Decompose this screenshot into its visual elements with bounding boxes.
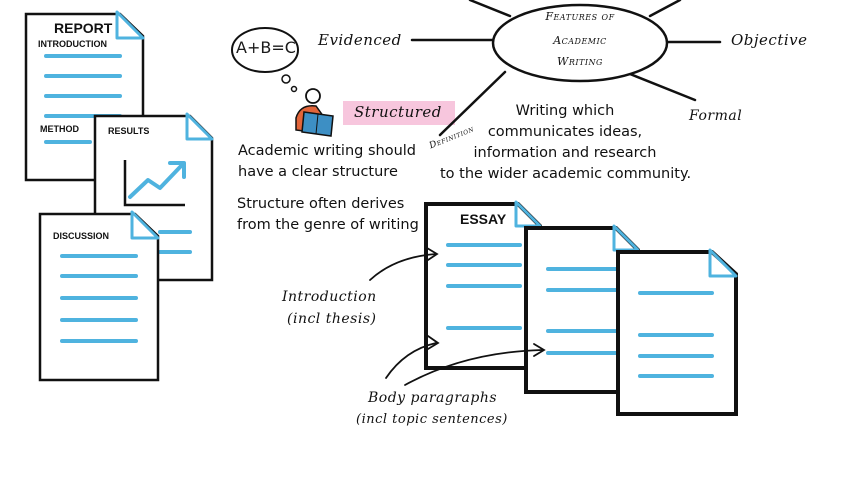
- mind-map-rays: [410, 0, 722, 137]
- definition-line-1: Writing which: [515, 103, 615, 119]
- features-line-3: Writing: [557, 55, 603, 68]
- report-results-label: RESULTS: [108, 126, 150, 136]
- clear-structure-line-2: have a clear structure: [238, 164, 398, 180]
- features-ellipse: [491, 3, 669, 83]
- evidenced-label: Evidenced: [318, 31, 402, 49]
- body-label-line-2: (incl topic sentences): [356, 412, 508, 427]
- report-discussion-label: DISCUSSION: [53, 231, 110, 241]
- page-fold-icon: [185, 112, 214, 141]
- report-title: REPORT: [54, 20, 113, 36]
- essay-title: ESSAY: [460, 211, 507, 227]
- definition-line-2: communicates ideas,: [487, 124, 643, 140]
- arrows-to-body: [385, 335, 546, 386]
- definition-line-3: information and research: [473, 145, 657, 161]
- introduction-label-line-1: Introduction: [282, 289, 377, 305]
- growth-chart-icon: [123, 160, 186, 207]
- clear-structure-line-1: Academic writing should: [238, 143, 416, 159]
- essay-page-3: [616, 248, 738, 416]
- body-label-line-1: Body paragraphs: [368, 390, 498, 406]
- genre-note-line-2: from the genre of writing: [237, 217, 419, 233]
- thought-bubble: [231, 27, 299, 93]
- introduction-label-line-2: (incl thesis): [287, 311, 377, 327]
- page-fold-icon: [708, 248, 738, 278]
- features-line-1: Features of: [545, 10, 615, 23]
- features-line-2: Academic: [553, 34, 607, 47]
- arrow-to-intro: [369, 247, 439, 281]
- report-page-3: [38, 210, 160, 382]
- report-introduction-label: INTRODUCTION: [38, 39, 107, 49]
- reading-person-icon: [295, 88, 334, 137]
- formal-label: Formal: [689, 108, 743, 124]
- genre-note-line-1: Structure often derives: [237, 196, 405, 212]
- page-fold-icon: [130, 210, 160, 240]
- report-method-label: METHOD: [40, 124, 79, 134]
- structured-label: Structured: [354, 103, 442, 121]
- objective-label: Objective: [731, 31, 808, 49]
- page-fold-icon: [115, 10, 145, 40]
- equation-text: A+B=C: [236, 38, 296, 57]
- definition-line-4: to the wider academic community.: [440, 166, 692, 182]
- structured-highlight: [343, 101, 455, 125]
